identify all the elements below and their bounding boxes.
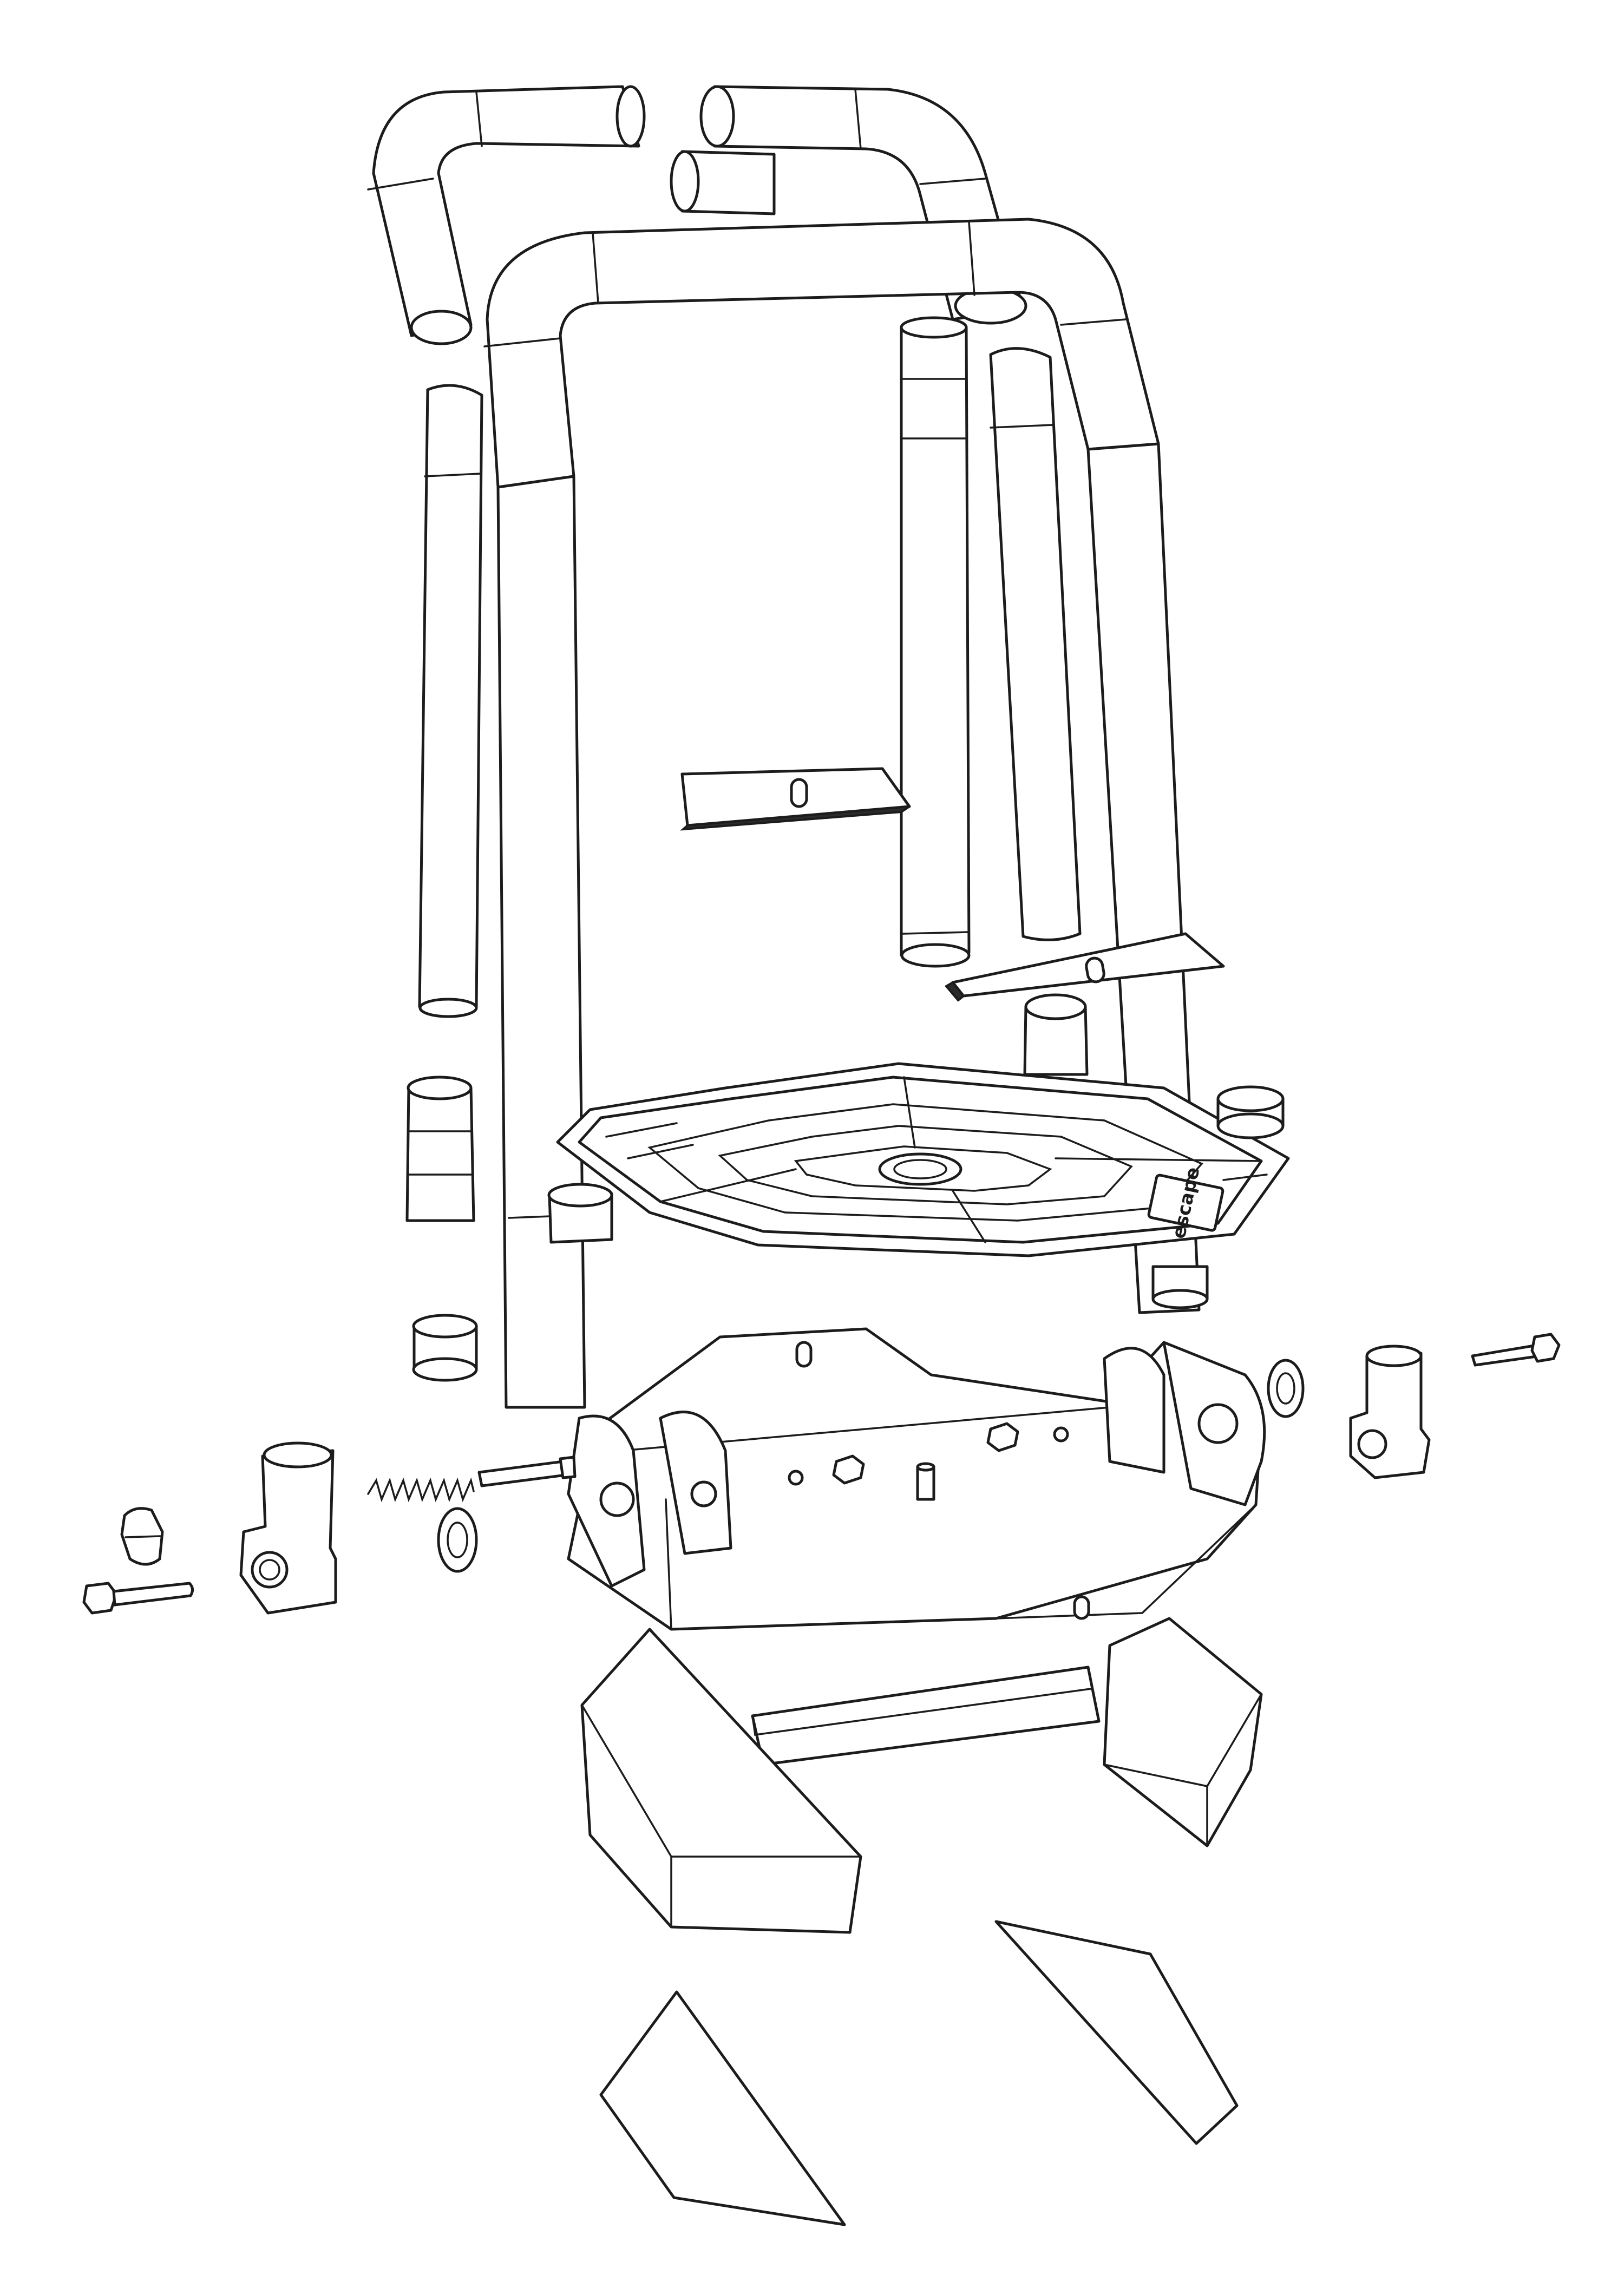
- frame-tube-right-straight: [989, 347, 1082, 941]
- right-foot-pad: [994, 1920, 1239, 2145]
- compression-spring: [367, 1477, 475, 1503]
- sleeve-right: [1216, 1085, 1285, 1139]
- brand-logo: escape: [1147, 1165, 1224, 1241]
- upper-bracket-plate: [680, 767, 911, 831]
- cap-knob: [120, 1507, 164, 1566]
- lower-bracket-plate: [944, 932, 1225, 1002]
- left-foot-pad: [599, 1990, 846, 2226]
- sleeve-deck-bottom: [1151, 1265, 1209, 1309]
- left-pivot-joint: [239, 1441, 337, 1615]
- bearing-left: [437, 1507, 478, 1573]
- bolt-right: [1471, 1333, 1561, 1367]
- bearing-right: [1267, 1359, 1305, 1418]
- frame-tube-center-vertical: [900, 316, 971, 968]
- sleeve-lower-left: [412, 1314, 478, 1382]
- bearings: [437, 1359, 1305, 1573]
- sleeve-left-stack: [405, 1076, 475, 1222]
- housing-nuts: [832, 1422, 1019, 1485]
- short-coupler-sleeves: [405, 993, 1285, 1382]
- hexagonal-base-housing: [567, 1327, 1266, 1631]
- hex-bolts: [82, 1333, 1561, 1615]
- frame-tube-left-bent: [367, 85, 646, 345]
- frame-tube-left-straight: [418, 384, 483, 1018]
- octagonal-top-deck: escape: [556, 1062, 1290, 1257]
- right-foot-block: [1103, 1617, 1263, 1847]
- sleeve-top-center: [1023, 993, 1089, 1076]
- left-foot-block: [580, 1628, 862, 1934]
- lower-base-frame: [580, 1617, 1263, 1934]
- right-pivot-joint: [1349, 1345, 1431, 1479]
- bolt-left: [82, 1582, 194, 1615]
- pin: [477, 1456, 577, 1487]
- sleeve-deck-left: [547, 1183, 613, 1244]
